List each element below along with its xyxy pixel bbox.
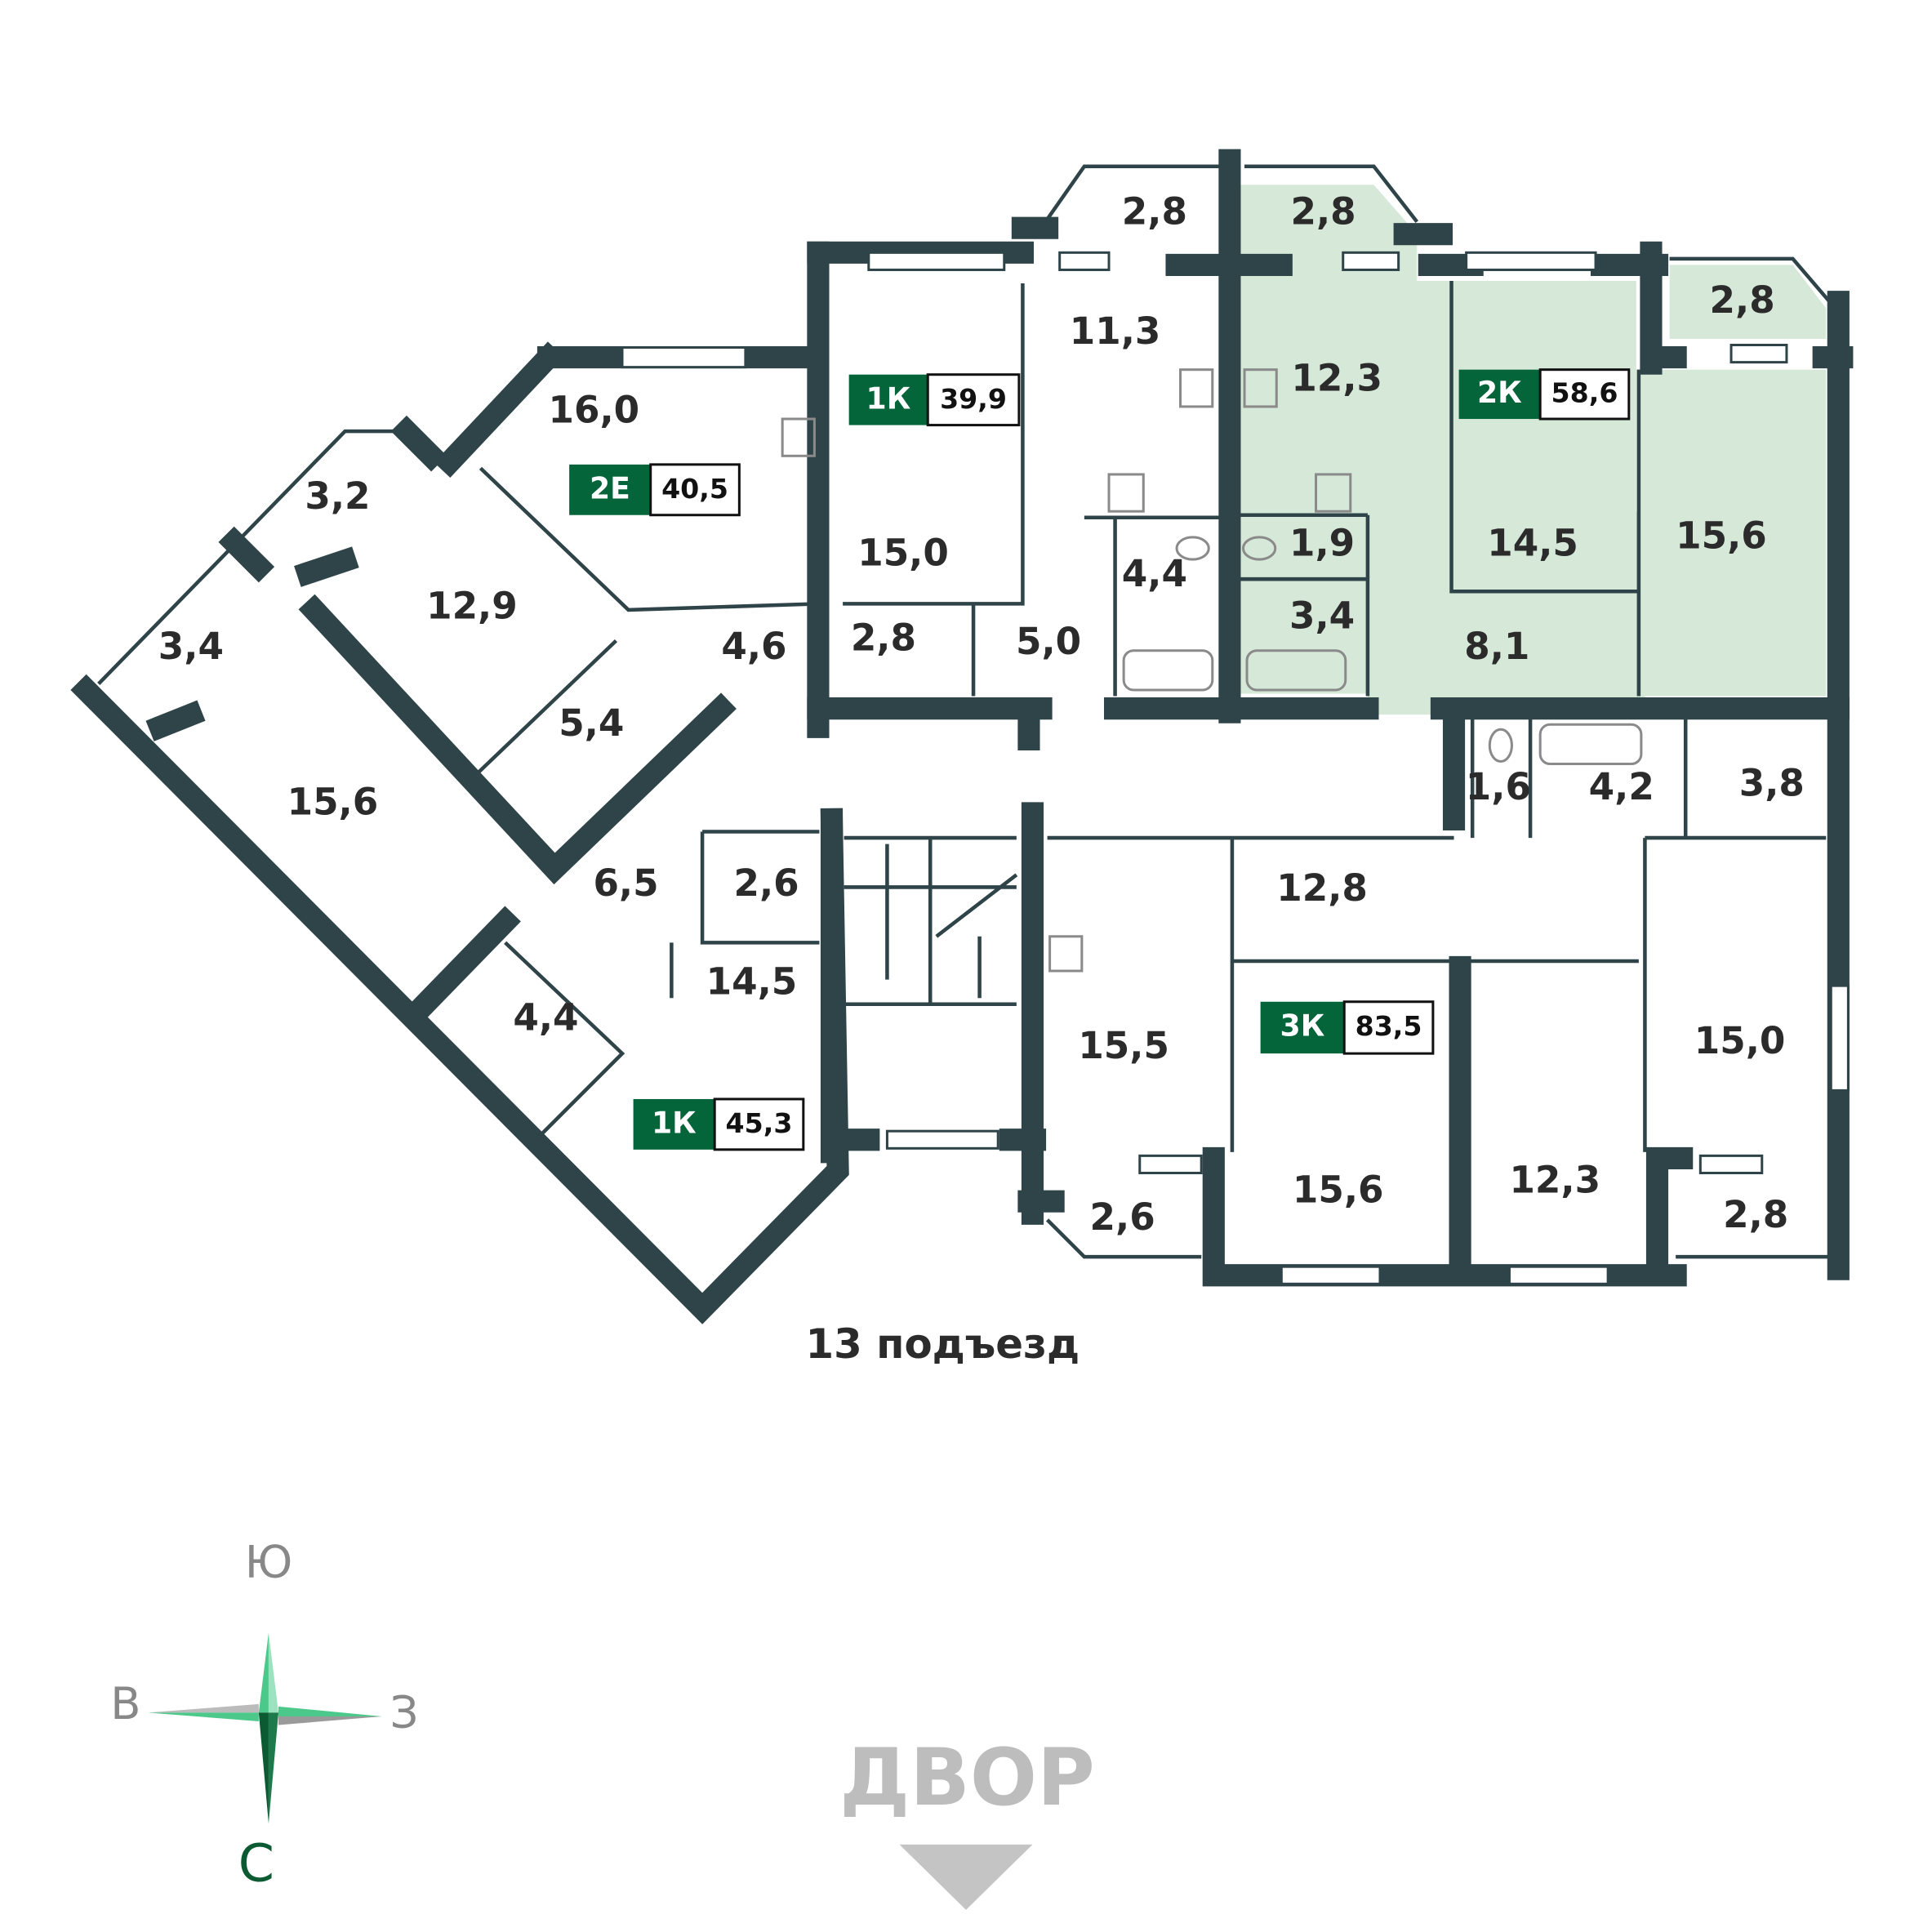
room-area: 3,4 — [158, 625, 224, 668]
apartment-type: 1К — [866, 381, 911, 416]
room-area: 5,4 — [559, 701, 624, 745]
room-area: 1,6 — [1466, 765, 1531, 808]
room-area: 15,6 — [1676, 514, 1767, 557]
apartment-type: 2Е — [590, 471, 630, 506]
compass-rose-icon — [148, 1632, 382, 1824]
room-area: 8,1 — [1464, 625, 1529, 668]
room-area: 4,6 — [721, 625, 786, 668]
bathroom-fixtures — [781, 368, 1643, 973]
room-area: 3,4 — [1289, 594, 1355, 637]
apartment-area: 58,6 — [1551, 376, 1618, 408]
windows — [621, 251, 1850, 1285]
compass-west-label: З — [390, 1687, 419, 1738]
apartment-badge-2k[interactable]: 2К 58,6 — [1458, 368, 1631, 421]
room-labels: 16,0 3,2 12,9 4,6 5,4 3,4 15,6 15,0 11,3… — [158, 190, 1805, 1239]
apartment-type: 2К — [1477, 375, 1522, 410]
entrance-label: 13 подъезд — [805, 1320, 1080, 1368]
yard-arrow-icon — [899, 1844, 1033, 1910]
apartment-badge-1k-45[interactable]: 1К 45,3 — [633, 1097, 805, 1151]
highlighted-apartment-area[interactable] — [1238, 185, 1827, 715]
room-area: 4,4 — [513, 995, 578, 1039]
room-area: 15,0 — [1694, 1019, 1786, 1062]
room-area: 3,2 — [305, 474, 370, 518]
room-area: 12,3 — [1509, 1159, 1600, 1202]
room-area: 15,6 — [1293, 1169, 1384, 1212]
room-area: 12,9 — [426, 584, 518, 627]
apartment-type: 3К — [1280, 1008, 1325, 1043]
room-area: 2,8 — [1291, 190, 1356, 234]
room-area: 2,6 — [733, 861, 799, 905]
apartment-badge-2e[interactable]: 2Е 40,5 — [569, 463, 741, 517]
room-area: 14,5 — [706, 960, 798, 1004]
apartment-badge-1k-39[interactable]: 1К 39,9 — [848, 373, 1021, 427]
room-area: 4,4 — [1122, 552, 1187, 595]
room-area: 6,5 — [593, 861, 658, 905]
yard-label: ДВОР — [839, 1731, 1094, 1823]
compass-south-label: Ю — [245, 1536, 293, 1587]
room-area: 15,6 — [287, 780, 379, 823]
room-area: 14,5 — [1487, 521, 1578, 564]
room-area: 3,8 — [1739, 762, 1805, 805]
room-area: 2,6 — [1090, 1195, 1155, 1239]
room-area: 12,8 — [1276, 866, 1368, 910]
apartment-area: 39,9 — [940, 383, 1007, 415]
room-area: 16,0 — [548, 388, 639, 431]
partitions — [97, 164, 1832, 1259]
compass-north-label: С — [238, 1833, 274, 1894]
apartment-type: 1К — [652, 1106, 697, 1141]
room-area: 2,8 — [1122, 190, 1187, 234]
room-area: 11,3 — [1070, 309, 1161, 353]
room-area: 1,9 — [1289, 521, 1355, 564]
apartment-area: 45,3 — [726, 1107, 793, 1139]
room-area: 2,8 — [1723, 1193, 1788, 1236]
room-area: 15,0 — [857, 532, 949, 575]
room-area: 12,3 — [1291, 356, 1382, 399]
room-area: 4,2 — [1589, 765, 1654, 808]
compass-east-label: В — [110, 1678, 140, 1729]
apartment-area: 40,5 — [661, 473, 728, 505]
room-area: 2,8 — [851, 617, 916, 660]
room-area: 5,0 — [1016, 620, 1081, 663]
room-area: 15,5 — [1078, 1024, 1169, 1067]
apartment-badge-3k[interactable]: 3К 83,5 — [1260, 1000, 1435, 1055]
apartment-area: 83,5 — [1356, 1010, 1422, 1042]
room-area: 2,8 — [1710, 278, 1775, 322]
